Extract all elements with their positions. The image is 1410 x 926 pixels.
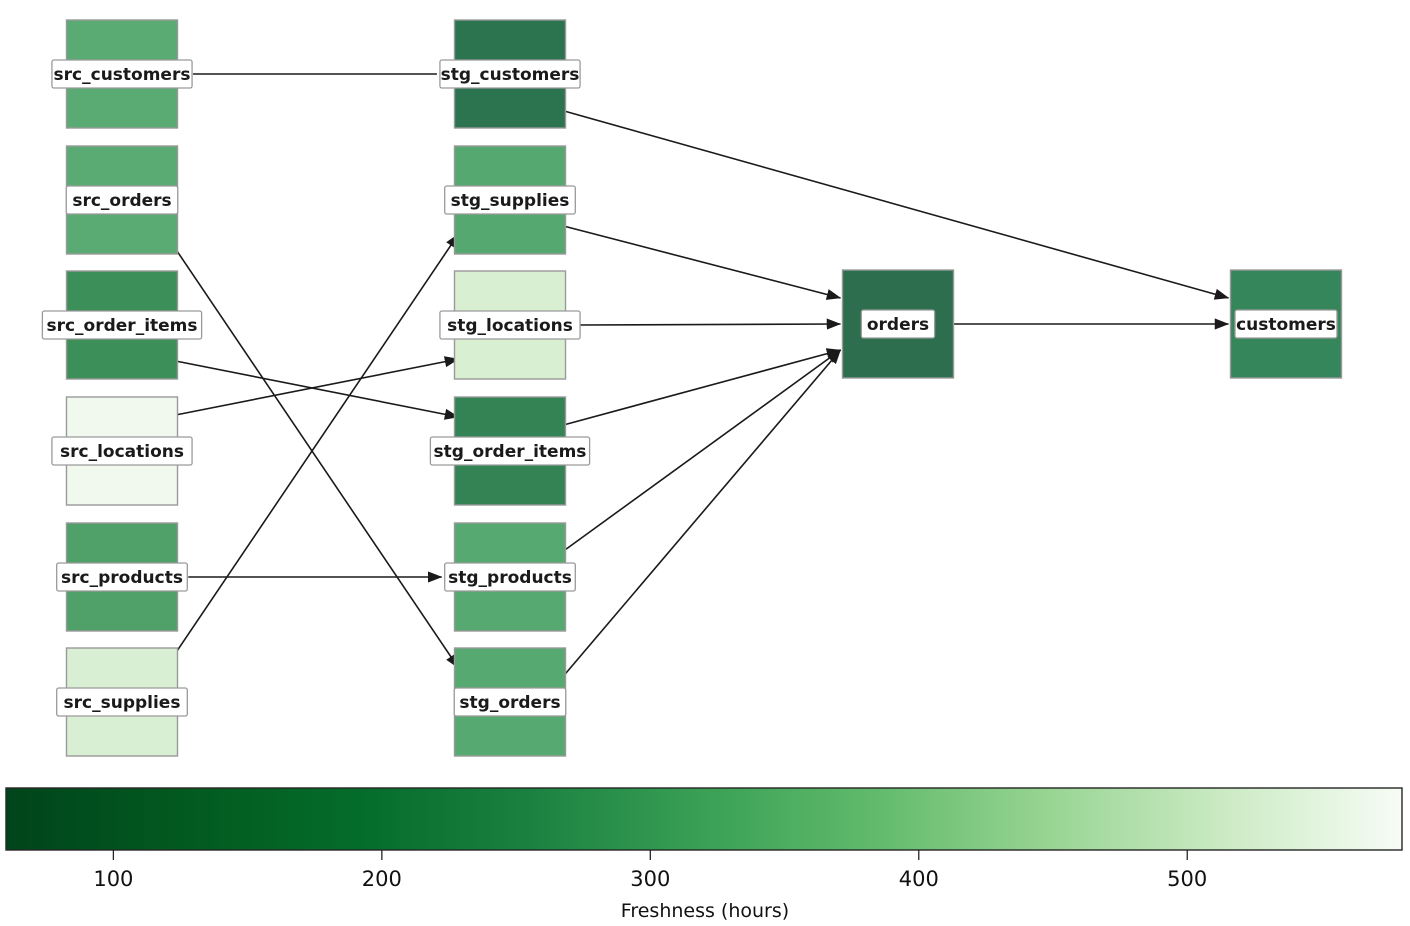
- edges-group: [164, 73, 1230, 677]
- colorbar-tick-label: 200: [362, 867, 402, 891]
- node-label-stg_products: stg_products: [448, 568, 572, 588]
- node-label-stg_locations: stg_locations: [447, 316, 573, 336]
- node-orders[interactable]: orders: [841, 269, 955, 379]
- node-label-stg_orders: stg_orders: [459, 693, 560, 713]
- node-label-box-orders: [860, 309, 936, 339]
- node-stg_products[interactable]: stg_products: [444, 522, 576, 632]
- node-label-src_products: src_products: [61, 568, 183, 588]
- node-src_locations[interactable]: src_locations: [51, 396, 193, 506]
- edge-stg_locations-to-orders: [578, 318, 842, 330]
- colorbar-tick-label: 400: [899, 867, 939, 891]
- edge-stg_supplies-to-orders: [563, 225, 842, 300]
- colorbar-ticks: 100 200 300 400 500: [93, 850, 1207, 891]
- edge-src_supplies-to-stg_supplies: [164, 233, 460, 669]
- node-stg_supplies[interactable]: stg_supplies: [444, 145, 576, 255]
- node-label-box-stg_orders: [453, 687, 567, 717]
- node-label-box-src_orders: [65, 185, 179, 215]
- node-stg_locations[interactable]: stg_locations: [439, 270, 581, 380]
- edge-stg_orders-to-orders: [562, 349, 842, 677]
- colorbar-frame: [5, 787, 1403, 851]
- node-label-orders: orders: [867, 315, 929, 335]
- node-customers[interactable]: customers: [1229, 269, 1343, 379]
- node-label-box-stg_locations: [439, 310, 581, 340]
- edge-src_locations-to-stg_locations: [165, 356, 460, 418]
- node-stg_customers[interactable]: stg_customers: [439, 19, 581, 129]
- node-label-box-src_products: [56, 562, 188, 592]
- node-label-src_order_items: src_order_items: [46, 316, 197, 336]
- node-src_products[interactable]: src_products: [56, 522, 188, 632]
- node-label-box-src_supplies: [56, 687, 188, 717]
- node-label-box-src_customers: [51, 59, 193, 89]
- node-label-src_orders: src_orders: [72, 191, 171, 211]
- node-src_supplies[interactable]: src_supplies: [56, 647, 188, 757]
- node-label-src_locations: src_locations: [60, 442, 184, 462]
- node-label-box-stg_customers: [439, 59, 581, 89]
- edge-stg_customers-to-customers: [553, 107, 1230, 300]
- node-src_order_items[interactable]: src_order_items: [41, 270, 203, 380]
- node-stg_orders[interactable]: stg_orders: [453, 647, 567, 757]
- node-label-stg_order_items: stg_order_items: [434, 442, 587, 462]
- node-label-box-customers: [1234, 309, 1338, 339]
- colorbar: 100 200 300 400 500 Freshness (hours): [5, 787, 1403, 922]
- colorbar-axis-title: Freshness (hours): [621, 900, 789, 922]
- node-label-src_supplies: src_supplies: [64, 693, 181, 713]
- nodes-group: src_customers src_orders src_order_itemssr…: [41, 19, 1343, 757]
- node-label-box-stg_supplies: [444, 185, 576, 215]
- node-src_orders[interactable]: src_orders: [65, 145, 179, 255]
- edge-stg_products-to-orders: [563, 349, 842, 552]
- colorbar-tick-label: 100: [93, 867, 133, 891]
- node-label-stg_customers: stg_customers: [441, 65, 580, 85]
- edge-stg_order_items-to-orders: [563, 348, 842, 426]
- node-label-box-stg_order_items: [429, 436, 591, 466]
- node-label-customers: customers: [1236, 315, 1336, 335]
- node-label-box-stg_products: [444, 562, 576, 592]
- node-src_customers[interactable]: src_customers: [51, 19, 193, 129]
- colorbar-tick-label: 300: [630, 867, 670, 891]
- node-label-stg_supplies: stg_supplies: [451, 191, 570, 211]
- node-label-box-src_order_items: [41, 310, 203, 340]
- node-label-src_customers: src_customers: [54, 65, 191, 85]
- node-stg_order_items[interactable]: stg_order_items: [429, 396, 591, 506]
- colorbar-gradient: [6, 788, 1402, 850]
- colorbar-tick-label: 500: [1167, 867, 1207, 891]
- node-label-box-src_locations: [51, 436, 193, 466]
